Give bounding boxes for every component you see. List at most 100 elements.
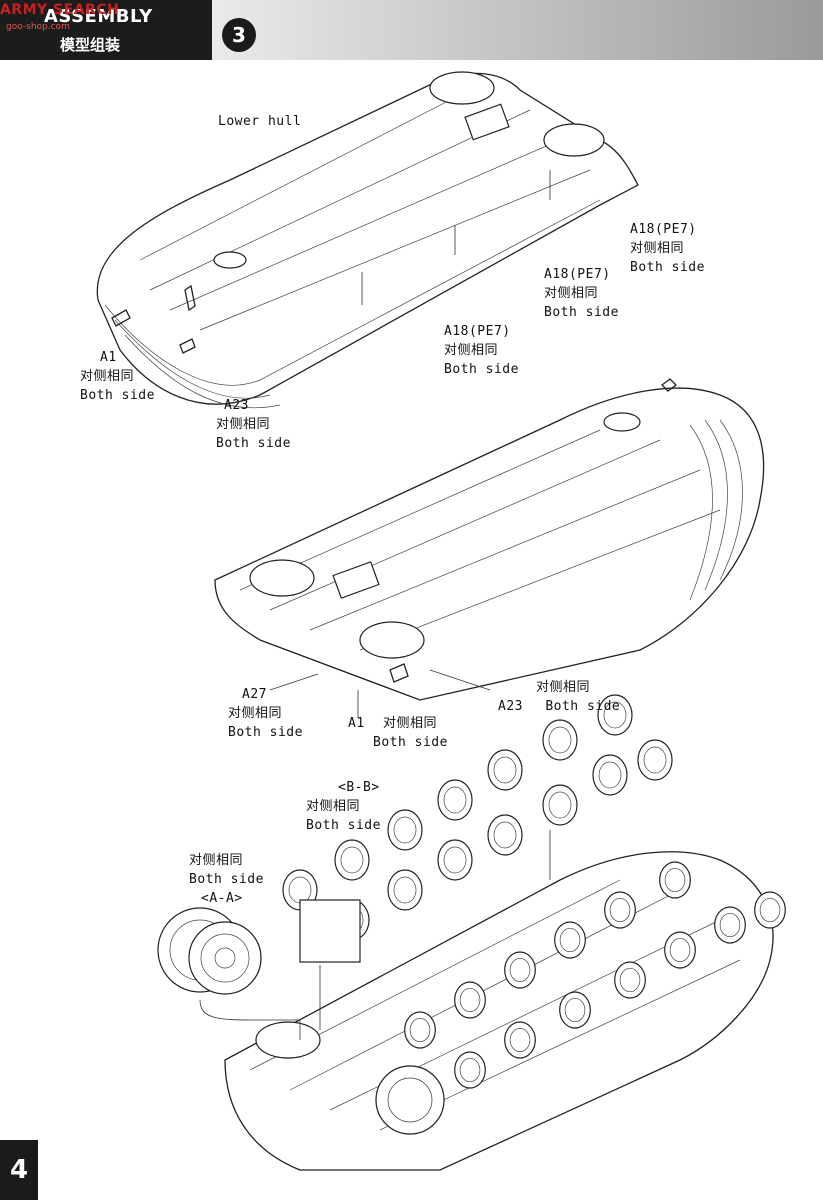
note-en: Both side xyxy=(544,305,619,320)
section-mark: <B-B> xyxy=(338,780,380,795)
road-wheel xyxy=(454,1051,486,1089)
callout-a23-top: A23 对侧相同 Both side xyxy=(216,396,291,453)
road-wheel-hub xyxy=(619,967,641,993)
road-wheel xyxy=(334,839,370,881)
road-wheel-hub xyxy=(548,726,572,754)
road-wheel-hub xyxy=(493,821,517,849)
page-number: 4 xyxy=(0,1140,38,1200)
road-wheel-hub xyxy=(603,701,627,729)
road-wheel xyxy=(664,931,696,969)
road-wheel xyxy=(554,921,586,959)
watermark-url: goo-shop.com xyxy=(6,22,70,32)
road-wheel-hub xyxy=(509,1027,531,1053)
section-mark: <A-A> xyxy=(201,891,243,906)
callout-a1-mid: A1 对侧相同 Both side xyxy=(348,714,448,752)
road-wheel-hub xyxy=(459,1057,481,1083)
part-number: A23 xyxy=(224,398,249,413)
watermark: ARMY SEARCH xyxy=(0,2,120,18)
road-wheel xyxy=(387,809,423,851)
lower-hull-top-view xyxy=(96,71,639,409)
road-wheel-hub xyxy=(459,987,481,1013)
road-wheel-hub xyxy=(493,756,517,784)
road-wheel-hub xyxy=(609,897,631,923)
part-number: A1 xyxy=(348,716,365,731)
road-wheel-hub xyxy=(719,912,741,938)
road-wheel-hub xyxy=(393,816,417,844)
road-wheel-hub xyxy=(409,1017,431,1043)
part-number: A18(PE7) xyxy=(544,267,611,282)
road-wheel xyxy=(559,991,591,1029)
part-number: A23 xyxy=(498,699,523,714)
road-wheel xyxy=(487,749,523,791)
suspension-road-wheels xyxy=(282,694,673,963)
part-number: A27 xyxy=(242,687,267,702)
note-cn: 对侧相同 xyxy=(216,417,271,432)
road-wheel xyxy=(437,839,473,881)
drive-sprocket xyxy=(157,907,301,1040)
part-number: A18(PE7) xyxy=(444,324,511,339)
road-wheel-hub xyxy=(643,746,667,774)
road-wheel xyxy=(754,891,786,929)
part-number: A18(PE7) xyxy=(630,222,697,237)
road-wheel-hub xyxy=(669,937,691,963)
road-wheel-hub xyxy=(664,867,686,893)
road-wheel xyxy=(454,981,486,1019)
note-cn: 对侧相同 xyxy=(444,343,499,358)
road-wheel xyxy=(659,861,691,899)
road-wheel xyxy=(387,869,423,911)
road-wheel-hub xyxy=(443,846,467,874)
callout-b-b: <B-B> 对侧相同 Both side xyxy=(306,778,381,835)
note-cn: 对侧相同 xyxy=(630,241,685,256)
callout-a18-1: A18(PE7) 对侧相同 Both side xyxy=(630,220,705,277)
road-wheel xyxy=(637,739,673,781)
road-wheel xyxy=(437,779,473,821)
road-wheel xyxy=(542,784,578,826)
step-number-badge: 3 xyxy=(222,18,256,52)
road-wheel-hub xyxy=(559,927,581,953)
road-wheel xyxy=(504,951,536,989)
callout-a1-top: A1 对侧相同 Both side xyxy=(80,348,155,405)
road-wheel xyxy=(542,719,578,761)
road-wheel-hub xyxy=(393,876,417,904)
note-cn: 对侧相同 xyxy=(189,853,244,868)
note-en: Both side xyxy=(80,388,155,403)
section-title-en: ASSEMBLY xyxy=(44,6,153,27)
road-wheel xyxy=(404,1011,436,1049)
note-en: Both side xyxy=(373,735,448,750)
header-title-block: ASSEMBLY 模型组装 xyxy=(0,0,212,60)
part-number: A1 xyxy=(100,350,117,365)
note-en: Both side xyxy=(216,436,291,451)
note-cn: 对侧相同 xyxy=(80,369,135,384)
note-cn: 对侧相同 xyxy=(306,799,361,814)
note-cn: 对侧相同 xyxy=(544,286,599,301)
label-lower-hull: Lower hull xyxy=(218,112,301,131)
callout-a18-3: A18(PE7) 对侧相同 Both side xyxy=(444,322,519,379)
a23-row: A23 Both side xyxy=(498,697,620,716)
note-en: Both side xyxy=(228,725,303,740)
road-wheel-hub xyxy=(759,897,781,923)
road-wheel xyxy=(604,891,636,929)
note-en: Both side xyxy=(444,362,519,377)
road-wheel xyxy=(592,754,628,796)
road-wheel xyxy=(504,1021,536,1059)
lower-hull-flipped-view xyxy=(214,378,765,718)
note-en: Both side xyxy=(189,872,264,887)
road-wheel-hub xyxy=(598,761,622,789)
section-title-cn: 模型组装 xyxy=(60,36,121,54)
road-wheel-hub xyxy=(443,786,467,814)
callout-a23-mid: 对侧相同 A23 Both side xyxy=(498,678,620,716)
road-wheel xyxy=(714,906,746,944)
road-wheel-hub xyxy=(548,791,572,819)
callout-a18-2: A18(PE7) 对侧相同 Both side xyxy=(544,265,619,322)
note-en: Both side xyxy=(545,699,621,714)
callout-a27: A27 对侧相同 Both side xyxy=(228,685,303,742)
road-wheel xyxy=(597,694,633,736)
note-cn: 对侧相同 xyxy=(382,716,437,731)
note-en: Both side xyxy=(630,260,705,275)
a1-row: A1 对侧相同 xyxy=(348,714,448,733)
road-wheel-hub xyxy=(564,997,586,1023)
road-wheel xyxy=(487,814,523,856)
road-wheel xyxy=(614,961,646,999)
road-wheel-hub xyxy=(509,957,531,983)
road-wheel-hub xyxy=(340,846,364,874)
